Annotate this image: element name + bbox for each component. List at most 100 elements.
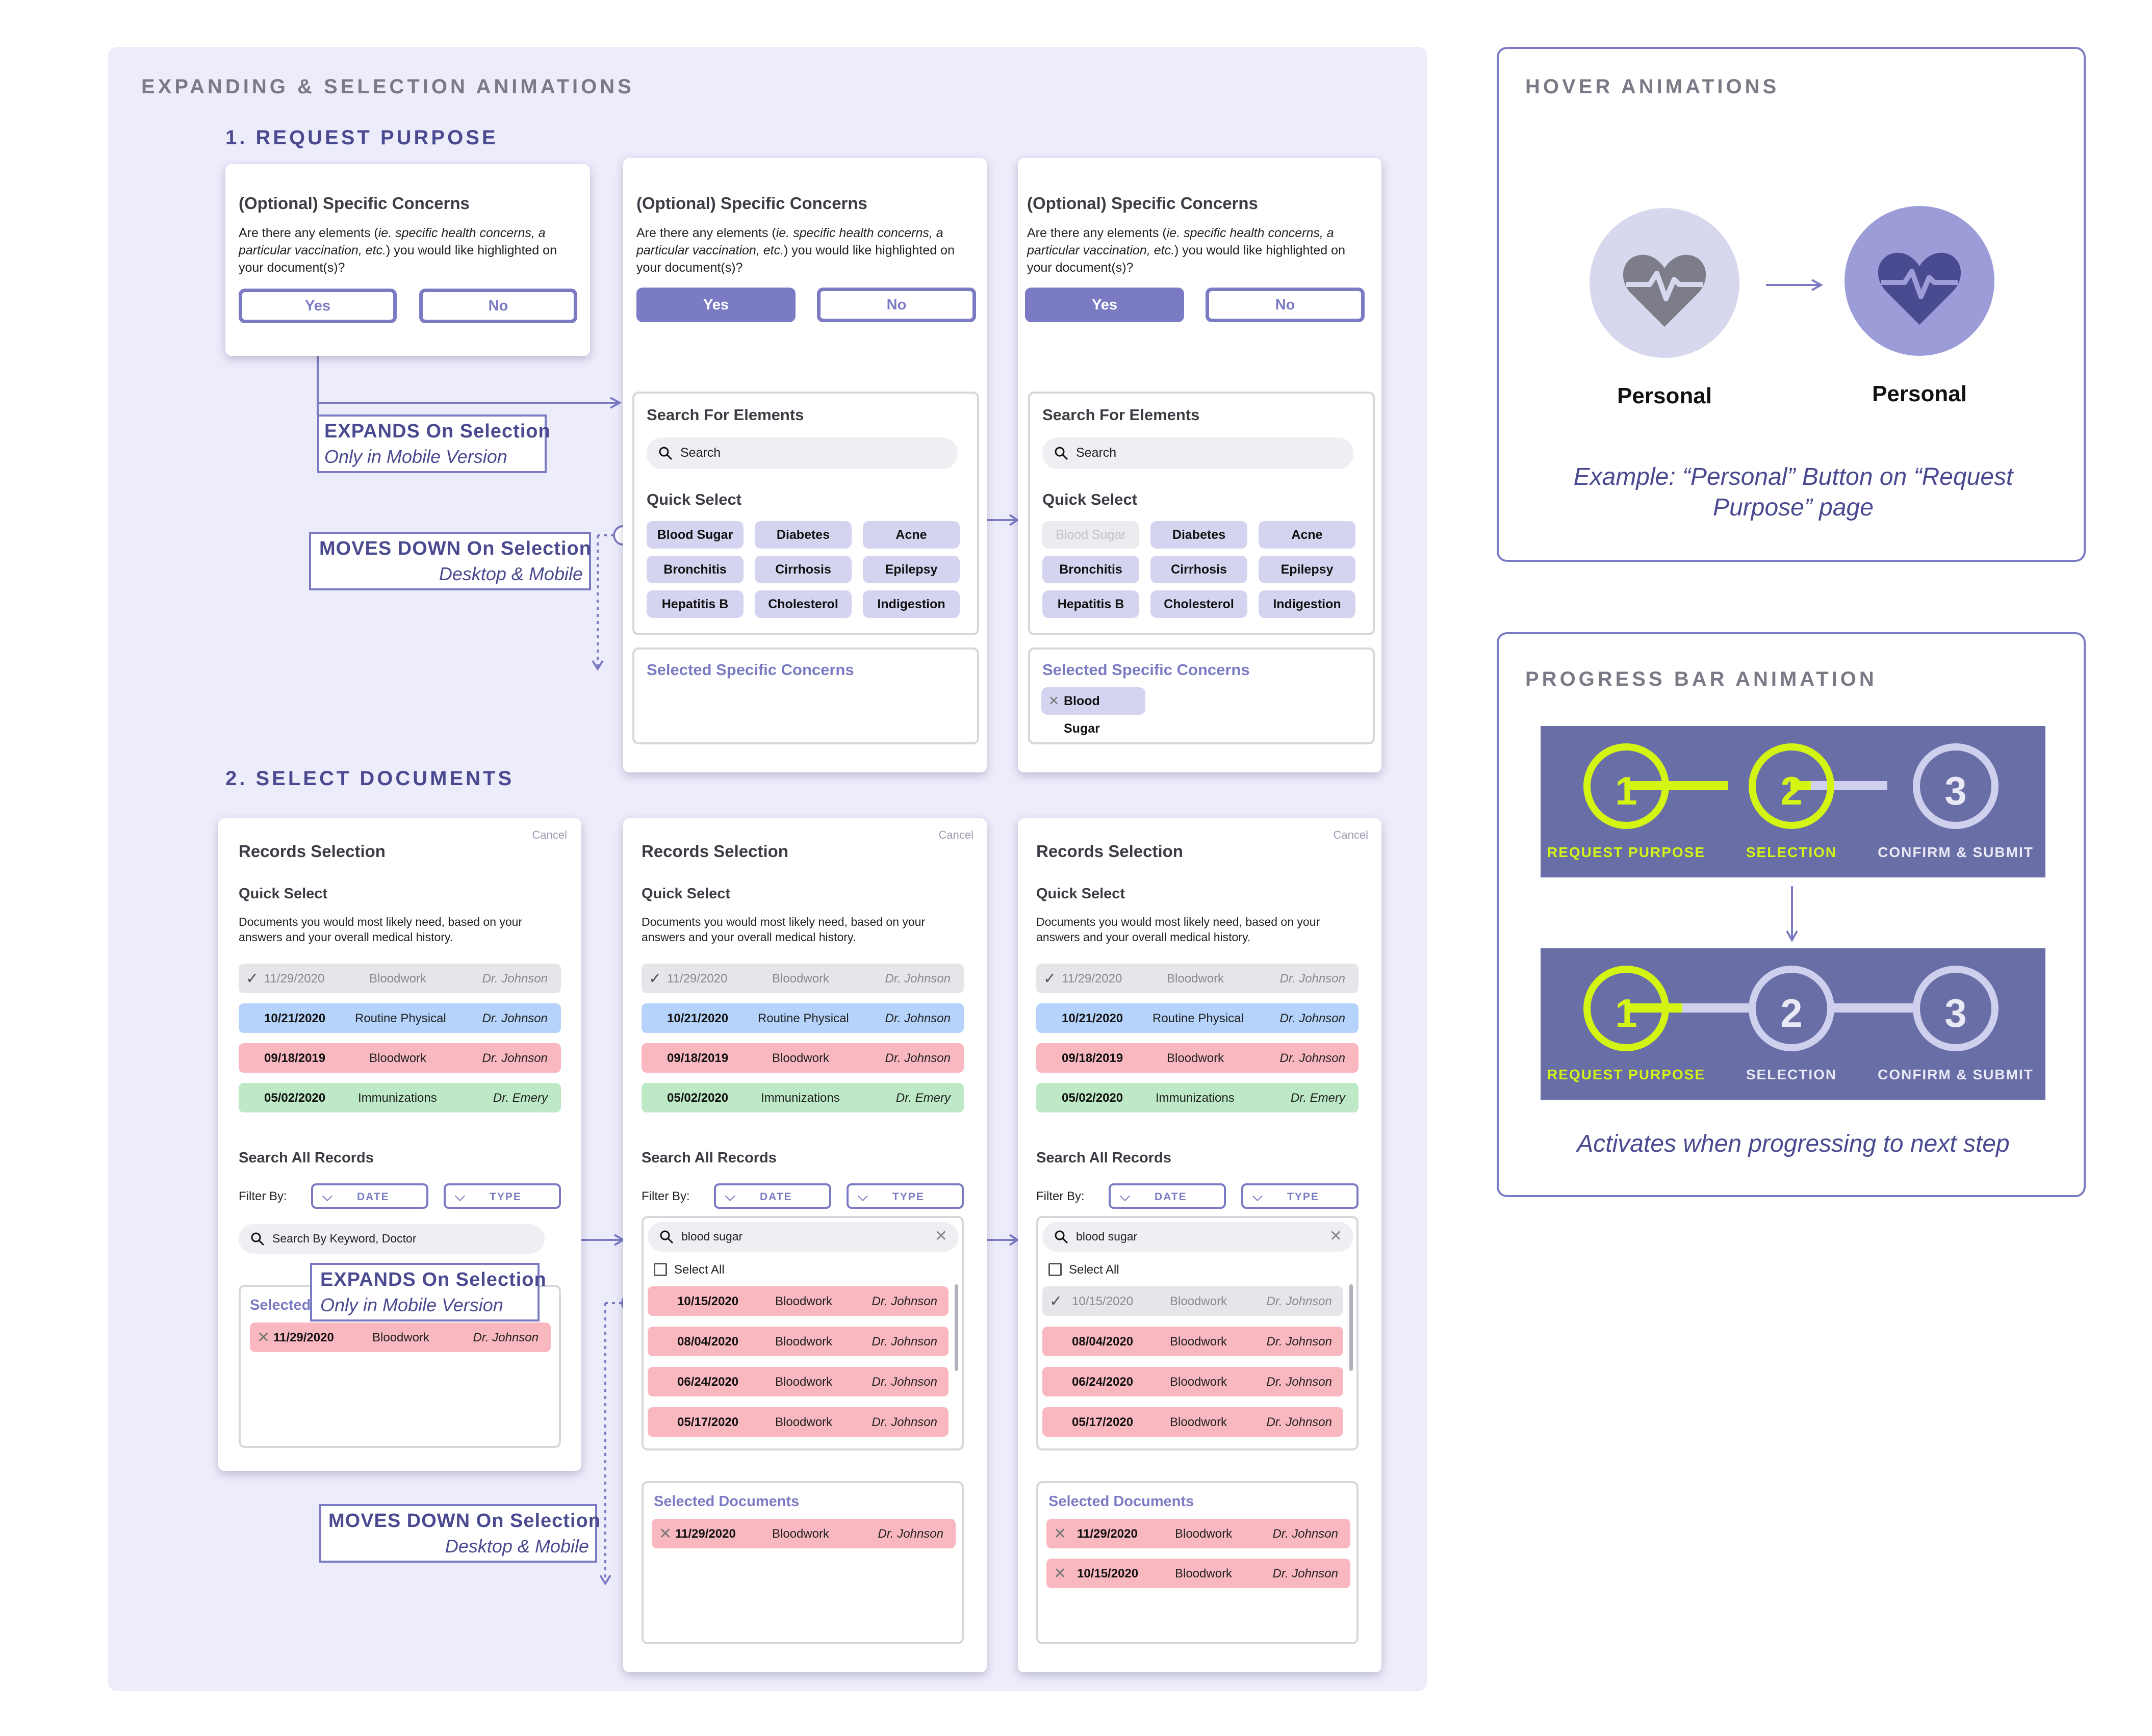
result-row[interactable]: 08/04/2020 Bloodwork Dr. Johnson xyxy=(1042,1327,1343,1356)
record-row[interactable]: 10/21/2020 Routine Physical Dr. Johnson xyxy=(642,1003,964,1033)
clear-icon[interactable]: ✕ xyxy=(934,1228,947,1245)
chip-indigestion[interactable]: Indigestion xyxy=(1259,590,1355,618)
chip-cirrhosis[interactable]: Cirrhosis xyxy=(755,556,852,583)
desc-italic: ie. specific health concerns, a xyxy=(378,226,546,240)
search-input[interactable]: Search xyxy=(647,437,958,469)
remove-icon[interactable]: ✕ xyxy=(1048,694,1059,708)
search-input[interactable]: Search xyxy=(1042,437,1353,469)
type-filter[interactable]: ⌵TYPE xyxy=(444,1183,561,1209)
select-all-checkbox[interactable]: Select All xyxy=(654,1263,725,1277)
search-placeholder: Search xyxy=(1076,446,1117,460)
records-search-input[interactable]: blood sugar ✕ xyxy=(1042,1222,1353,1252)
chip-epilepsy[interactable]: Epilepsy xyxy=(1259,556,1355,583)
result-row[interactable]: 10/15/2020 Bloodwork Dr. Johnson xyxy=(648,1286,949,1316)
result-row[interactable]: 06/24/2020 Bloodwork Dr. Johnson xyxy=(648,1367,949,1396)
step-circle[interactable]: 3 xyxy=(1913,743,1999,829)
step-circle[interactable]: 2 xyxy=(1749,966,1834,1051)
chip-diabetes[interactable]: Diabetes xyxy=(1150,521,1247,549)
cancel-link[interactable]: Cancel xyxy=(1333,828,1368,841)
row-category: Routine Physical xyxy=(758,1012,849,1025)
no-button[interactable]: No xyxy=(419,289,577,323)
chip-hepatitis-b[interactable]: Hepatitis B xyxy=(1042,590,1139,618)
date-filter[interactable]: ⌵DATE xyxy=(714,1183,831,1209)
selected-record-row[interactable]: ✕ 10/15/2020 Bloodwork Dr. Johnson xyxy=(1046,1559,1350,1588)
cancel-link[interactable]: Cancel xyxy=(938,828,973,841)
selected-record-row[interactable]: ✕ 11/29/2020 Bloodwork Dr. Johnson xyxy=(1046,1519,1350,1548)
record-row[interactable]: 09/18/2019 Bloodwork Dr. Johnson xyxy=(239,1043,561,1073)
selected-chip-blood-sugar[interactable]: ✕Blood Sugar xyxy=(1041,687,1145,736)
filter-label: TYPE xyxy=(490,1191,522,1203)
search-icon xyxy=(251,1232,265,1246)
step-circle[interactable]: 1 xyxy=(1583,966,1669,1051)
chip-diabetes[interactable]: Diabetes xyxy=(755,521,852,549)
scrollbar[interactable] xyxy=(955,1284,958,1371)
chip-acne[interactable]: Acne xyxy=(863,521,960,549)
record-row[interactable]: ✓ 11/29/2020 Bloodwork Dr. Johnson xyxy=(239,964,561,993)
result-row[interactable]: 05/17/2020 Bloodwork Dr. Johnson xyxy=(648,1407,949,1437)
chip-blood-sugar[interactable]: Blood Sugar xyxy=(647,521,744,549)
no-button[interactable]: No xyxy=(1206,288,1365,322)
chip-cholesterol[interactable]: Cholesterol xyxy=(1150,590,1247,618)
annotation-title: EXPANDS On Selection xyxy=(324,421,551,442)
chip-acne[interactable]: Acne xyxy=(1259,521,1355,549)
result-row[interactable]: 05/17/2020 Bloodwork Dr. Johnson xyxy=(1042,1407,1343,1437)
yes-button[interactable]: Yes xyxy=(1025,288,1184,322)
record-row[interactable]: 10/21/2020 Routine Physical Dr. Johnson xyxy=(239,1003,561,1033)
cancel-link[interactable]: Cancel xyxy=(532,828,567,841)
type-filter[interactable]: ⌵TYPE xyxy=(1241,1183,1359,1209)
personal-button-hover[interactable] xyxy=(1844,206,1994,356)
records-search-input[interactable]: blood sugar ✕ xyxy=(648,1222,959,1252)
chip-indigestion[interactable]: Indigestion xyxy=(863,590,960,618)
step-circle[interactable]: 2 xyxy=(1749,743,1834,829)
remove-icon[interactable]: ✕ xyxy=(1054,1565,1067,1582)
no-button[interactable]: No xyxy=(817,288,976,322)
row-category: Immunizations xyxy=(1156,1091,1235,1105)
clear-icon[interactable]: ✕ xyxy=(1329,1228,1342,1245)
record-row[interactable]: 10/21/2020 Routine Physical Dr. Johnson xyxy=(1036,1003,1359,1033)
personal-label-hover: Personal xyxy=(1872,381,1967,406)
yes-button[interactable]: Yes xyxy=(239,289,397,323)
row-category: Bloodwork xyxy=(369,972,427,986)
record-row[interactable]: 09/18/2019 Bloodwork Dr. Johnson xyxy=(642,1043,964,1073)
yes-button[interactable]: Yes xyxy=(636,288,796,322)
row-provider: Dr. Johnson xyxy=(482,1012,548,1025)
record-row[interactable]: ✓ 11/29/2020 Bloodwork Dr. Johnson xyxy=(642,964,964,993)
record-row[interactable]: 05/02/2020 Immunizations Dr. Emery xyxy=(1036,1083,1359,1112)
result-row[interactable]: 06/24/2020 Bloodwork Dr. Johnson xyxy=(1042,1367,1343,1396)
remove-icon[interactable]: ✕ xyxy=(257,1329,270,1346)
selected-record-row[interactable]: ✕ 11/29/2020 Bloodwork Dr. Johnson xyxy=(250,1323,551,1352)
record-row[interactable]: 05/02/2020 Immunizations Dr. Emery xyxy=(642,1083,964,1112)
chip-cirrhosis[interactable]: Cirrhosis xyxy=(1150,556,1247,583)
record-row[interactable]: 05/02/2020 Immunizations Dr. Emery xyxy=(239,1083,561,1112)
select-all-label: Select All xyxy=(1069,1263,1119,1277)
row-provider: Dr. Johnson xyxy=(872,1375,937,1389)
record-row[interactable]: ✓ 11/29/2020 Bloodwork Dr. Johnson xyxy=(1036,964,1359,993)
record-row[interactable]: 09/18/2019 Bloodwork Dr. Johnson xyxy=(1036,1043,1359,1073)
scrollbar[interactable] xyxy=(1349,1284,1353,1371)
date-filter[interactable]: ⌵DATE xyxy=(1109,1183,1226,1209)
chip-hepatitis-b[interactable]: Hepatitis B xyxy=(647,590,744,618)
select-all-checkbox[interactable]: Select All xyxy=(1048,1263,1119,1277)
remove-icon[interactable]: ✕ xyxy=(659,1525,672,1542)
chip-bronchitis[interactable]: Bronchitis xyxy=(1042,556,1139,583)
result-row[interactable]: ✓ 10/15/2020 Bloodwork Dr. Johnson xyxy=(1042,1286,1343,1316)
row-provider: Dr. Johnson xyxy=(885,1051,951,1065)
selected-record-row[interactable]: ✕ 11/29/2020 Bloodwork Dr. Johnson xyxy=(652,1519,956,1548)
result-row[interactable]: 08/04/2020 Bloodwork Dr. Johnson xyxy=(648,1327,949,1356)
chip-epilepsy[interactable]: Epilepsy xyxy=(863,556,960,583)
checkbox[interactable] xyxy=(1048,1263,1062,1276)
type-filter[interactable]: ⌵TYPE xyxy=(847,1183,964,1209)
personal-button-default[interactable] xyxy=(1590,208,1739,358)
records-search-input[interactable]: Search By Keyword, Doctor xyxy=(239,1224,545,1254)
row-provider: Dr. Johnson xyxy=(1266,1294,1332,1308)
checkbox[interactable] xyxy=(654,1263,667,1276)
remove-icon[interactable]: ✕ xyxy=(1054,1525,1067,1542)
date-filter[interactable]: ⌵DATE xyxy=(311,1183,428,1209)
chip-bronchitis[interactable]: Bronchitis xyxy=(647,556,744,583)
step-circle[interactable]: 3 xyxy=(1913,966,1999,1051)
chip-cholesterol[interactable]: Cholesterol xyxy=(755,590,852,618)
selected-concerns-title: Selected Specific Concerns xyxy=(1042,661,1250,679)
step-circle[interactable]: 1 xyxy=(1583,743,1669,829)
row-category: Immunizations xyxy=(358,1091,437,1105)
annotation-subtitle: Only in Mobile Version xyxy=(320,1294,503,1315)
